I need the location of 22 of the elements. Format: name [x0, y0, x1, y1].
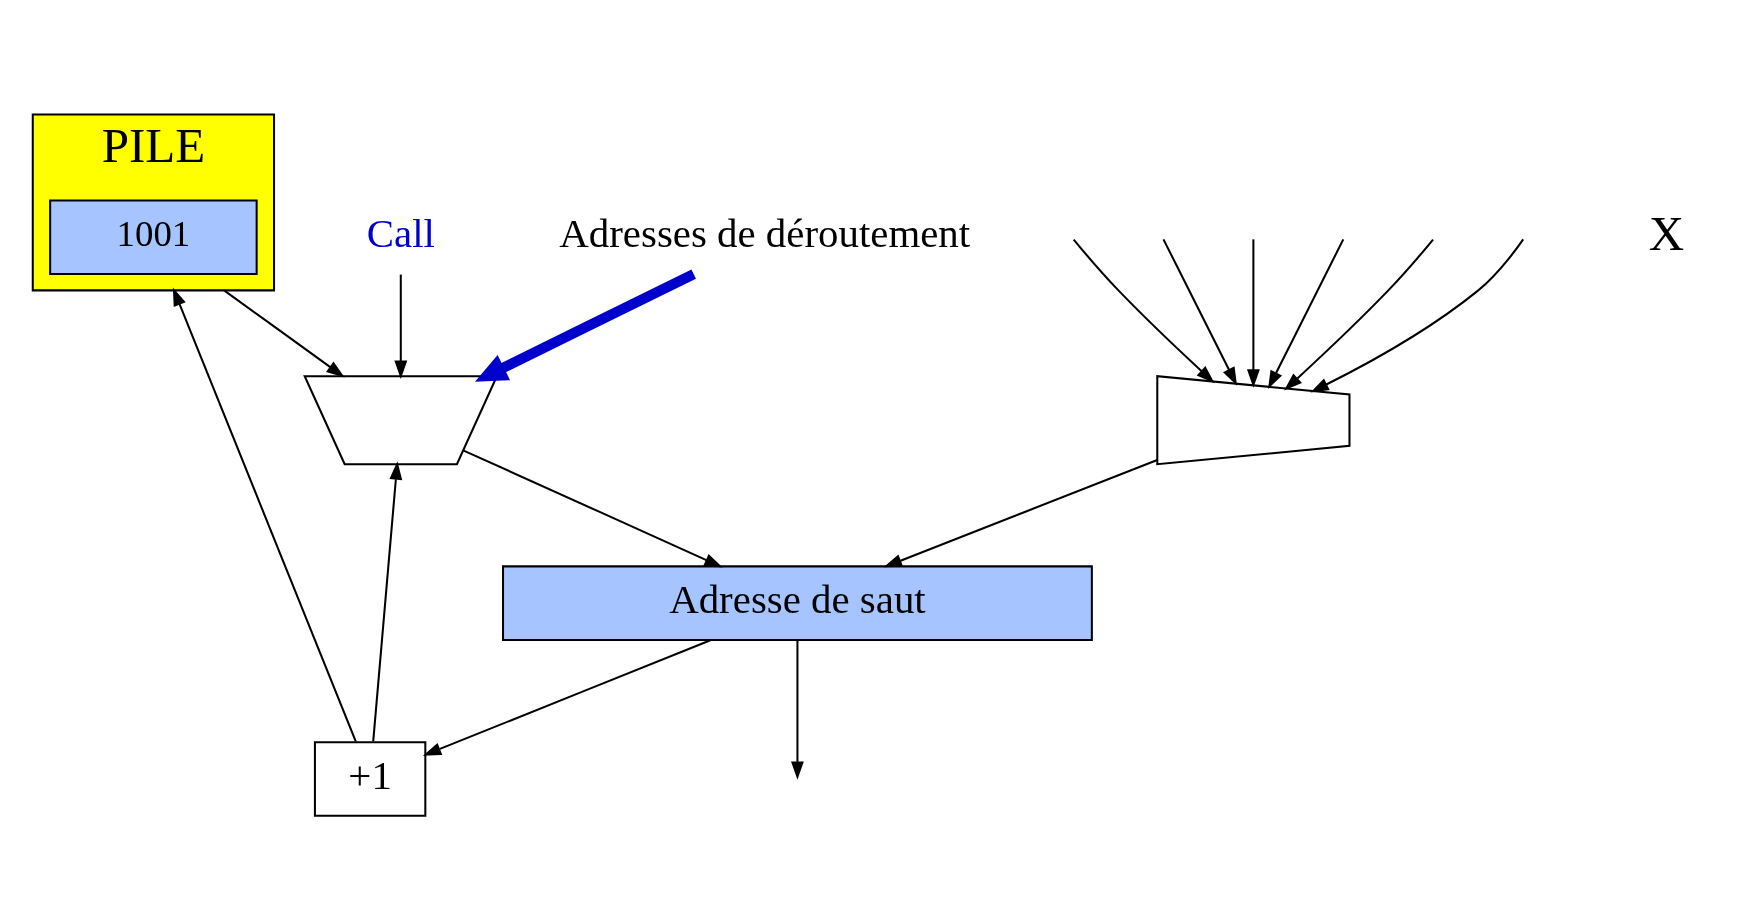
arrow: [1246, 238, 1260, 388]
arrow: [1072, 238, 1215, 383]
arrow: [474, 269, 696, 382]
arrow: [372, 460, 403, 741]
arrow: [1162, 238, 1238, 386]
node-box: +1: [313, 740, 427, 817]
label: X: [1648, 205, 1685, 261]
arrow: [422, 638, 711, 756]
arrow: [1310, 238, 1525, 392]
node-text: Call: [366, 210, 435, 256]
arrow: [172, 287, 357, 742]
arrow: [223, 289, 345, 378]
arrow: [1268, 238, 1345, 389]
node-box: Adresse de saut: [502, 564, 1093, 641]
node-text: Adresses de déroutement: [559, 210, 971, 256]
node-trapezoid: [303, 374, 499, 465]
arrow: [883, 458, 1158, 567]
arrow: [1284, 238, 1434, 391]
node-box: 1001: [49, 198, 258, 275]
arrow: [791, 640, 804, 780]
arrow: [394, 274, 408, 379]
arrow: [463, 449, 723, 567]
